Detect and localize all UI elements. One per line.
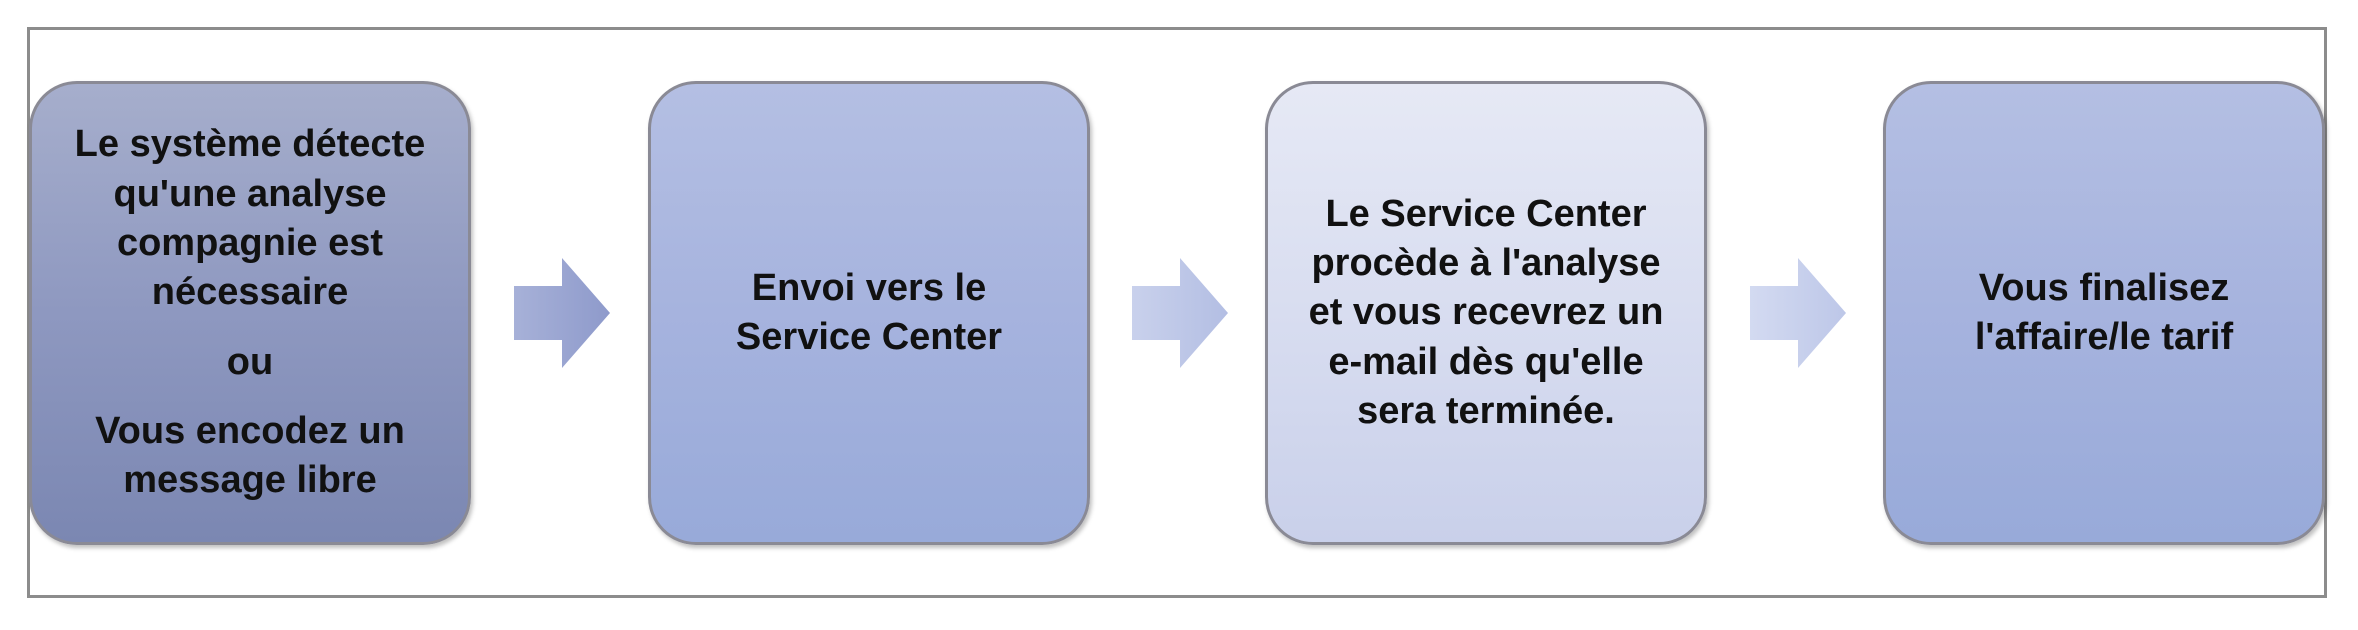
step-system-detects: Le système détecte qu'une analyse compag… — [29, 81, 471, 545]
step-send-to-service-center: Envoi vers le Service Center — [648, 81, 1090, 545]
step-3-text: Le Service Center procède à l'analyse et… — [1308, 192, 1664, 433]
step-1-text-b: Vous encodez un message libre — [95, 410, 405, 502]
right-arrow-icon — [1750, 258, 1846, 368]
step-finalize-deal: Vous finalisez l'affaire/le tarif — [1883, 81, 2325, 545]
step-1-text-or: ou — [226, 340, 274, 383]
step-service-center-analysis: Le Service Center procède à l'analyse et… — [1265, 81, 1707, 545]
step-2-text: Envoi vers le Service Center — [735, 266, 1003, 358]
step-4-text: Vous finalisez l'affaire/le tarif — [1974, 266, 2234, 358]
step-1-text-a: Le système détecte qu'une analyse compag… — [74, 123, 426, 314]
right-arrow-icon — [514, 258, 610, 368]
right-arrow-icon — [1132, 258, 1228, 368]
